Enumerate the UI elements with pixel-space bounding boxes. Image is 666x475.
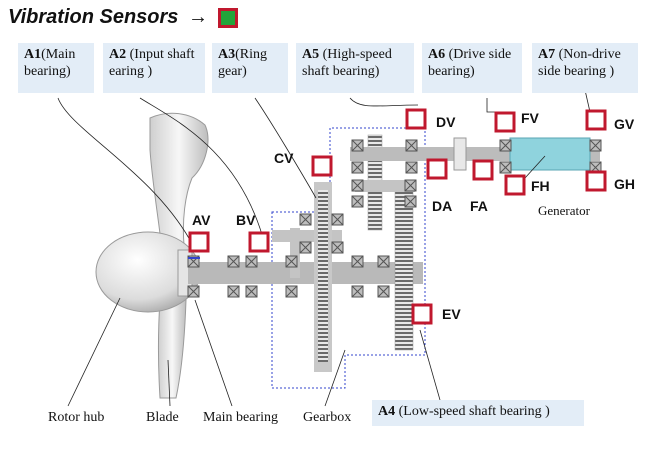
rotor-hub-label: Rotor hub: [48, 410, 105, 425]
bearing-cross-box: [589, 139, 602, 152]
bearing-cross-box: [499, 161, 512, 174]
title-text: Vibration Sensors: [8, 6, 179, 28]
bearing-cross-box: [331, 241, 344, 254]
sensor-marker-fa: [472, 159, 494, 181]
bearing-cross-box: [285, 255, 298, 268]
title-arrow: →: [187, 6, 208, 28]
sensor-label-fh: FH: [531, 178, 550, 194]
sensor-marker-gv: [585, 109, 607, 131]
sensor-label-bv: BV: [236, 212, 256, 228]
bearing-desc: (Non-drive side bearing ): [538, 47, 621, 79]
bearing-id: A5: [302, 47, 320, 62]
bearing-id: A4: [378, 404, 396, 419]
sensor-label-gh: GH: [614, 176, 635, 192]
bearing-cross-box: [405, 161, 418, 174]
bearing-label-a5: A5 (High-speed shaft bearing): [296, 43, 414, 93]
sensor-label-da: DA: [432, 198, 453, 214]
bearing-id: A3: [218, 47, 236, 62]
bearing-markers: [187, 139, 602, 298]
bearing-cross-box: [299, 241, 312, 254]
sensor-label-cv: CV: [274, 150, 294, 166]
bearing-id: A7: [538, 47, 556, 62]
sensor-legend-icon: [217, 8, 238, 28]
bearing-cross-box: [351, 179, 364, 192]
gearbox-label: Gearbox: [303, 410, 352, 425]
bearing-cross-box: [405, 139, 418, 152]
bearing-cross-box: [351, 161, 364, 174]
bearing-cross-box: [377, 285, 390, 298]
bearing-cross-box: [187, 285, 200, 298]
sensor-marker-cv: [311, 155, 333, 177]
page-title: Vibration Sensors →: [8, 6, 238, 29]
sensor-label-dv: DV: [436, 114, 456, 130]
bearing-label-a3: A3(Ring gear): [212, 43, 288, 93]
bearing-id: A1: [24, 47, 42, 62]
sensor-marker-dv: [405, 108, 427, 130]
blade-upper: [149, 112, 209, 251]
generator-label: Generator: [538, 203, 590, 218]
bearing-cross-box: [404, 195, 417, 208]
bearing-cross-box: [245, 285, 258, 298]
bearing-label-a4: A4 (Low-speed shaft bearing ): [372, 400, 584, 426]
bearing-cross-box: [227, 255, 240, 268]
bearing-desc: (Low-speed shaft bearing ): [395, 404, 550, 419]
blade-lower: [158, 299, 187, 399]
bearing-desc: (High-speed shaft bearing): [302, 47, 392, 79]
bearing-cross-box: [351, 285, 364, 298]
sensor-marker-gh: [585, 170, 607, 192]
bearing-cross-box: [331, 213, 344, 226]
sensor-label-av: AV: [192, 212, 211, 228]
bearing-cross-box: [245, 255, 258, 268]
bearing-label-a7: A7 (Non-drive side bearing ): [532, 43, 638, 93]
sensor-label-gv: GV: [614, 116, 635, 132]
sensor-marker-ev: [411, 303, 433, 325]
bearing-cross-box: [285, 285, 298, 298]
sensor-label-fa: FA: [470, 198, 488, 214]
bearing-desc: (Input shaft earing ): [109, 47, 195, 79]
main-bearing-label: Main bearing: [203, 410, 279, 425]
generator-body: [509, 137, 591, 171]
bearing-cross-box: [377, 255, 390, 268]
bearing-cross-box: [351, 255, 364, 268]
bearing-label-a1: A1(Main bearing): [18, 43, 94, 93]
sensor-label-fv: FV: [521, 110, 539, 126]
bearing-desc: (Main bearing): [24, 47, 76, 79]
bearing-cross-box: [499, 139, 512, 152]
bearing-cross-box: [227, 285, 240, 298]
bearing-cross-box: [299, 213, 312, 226]
sensor-marker-da: [426, 158, 448, 180]
sensor-marker-fh: [504, 174, 526, 196]
bearing-id: A2: [109, 47, 127, 62]
bearing-id: A6: [428, 47, 446, 62]
bearing-cross-box: [404, 179, 417, 192]
sensor-marker-fv: [494, 111, 516, 133]
sensor-marker-av: [188, 231, 210, 253]
bearing-label-a2: A2 (Input shaft earing ): [103, 43, 205, 93]
sensor-marker-bv: [248, 231, 270, 253]
bearing-cross-box: [351, 195, 364, 208]
blade-label: Blade: [146, 410, 179, 425]
bearing-label-a6: A6 (Drive side bearing): [422, 43, 522, 93]
sensor-label-ev: EV: [442, 306, 461, 322]
bearing-cross-box: [351, 139, 364, 152]
leader-lines: [57, 89, 591, 407]
bearing-desc: (Drive side bearing): [428, 47, 512, 79]
bearing-desc: (Ring gear): [218, 47, 268, 79]
